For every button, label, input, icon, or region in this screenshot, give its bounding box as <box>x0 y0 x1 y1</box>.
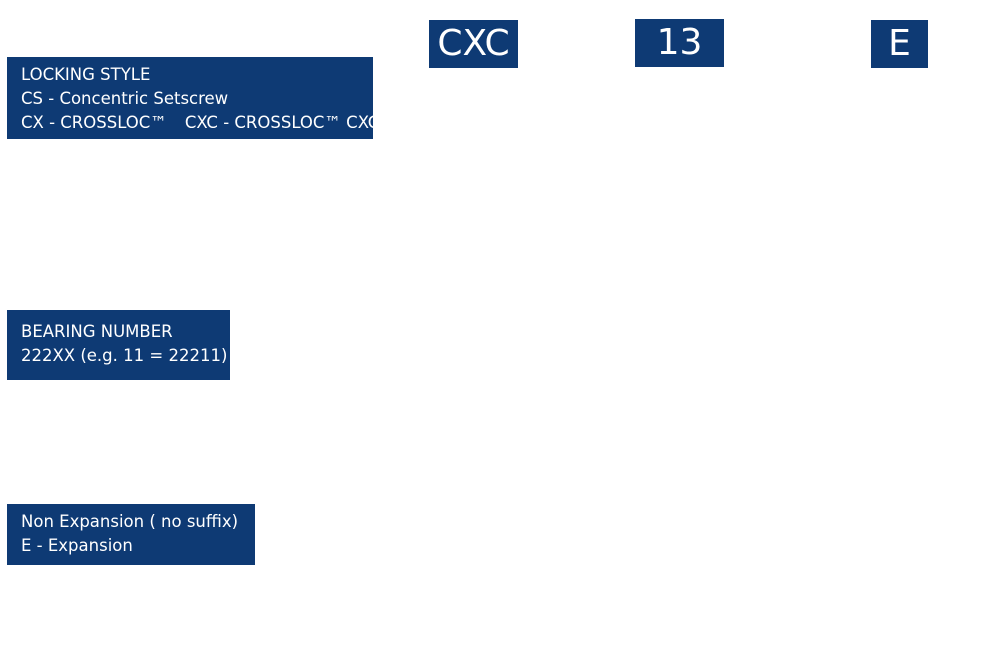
locking-style-option-cxc: CXC - CROSSLOC™ CXC <box>184 113 380 132</box>
expansion-option-none: Non Expansion ( no suffix) <box>21 512 239 531</box>
bearing-number-code-box: 13 <box>635 19 724 67</box>
locking-style-options-row: CX - CROSSLOC™ CXC - CROSSLOC™ CXC <box>21 111 379 135</box>
bearing-number-code: 13 <box>656 22 703 63</box>
locking-style-option-cs: CS - Concentric Setscrew <box>21 89 229 108</box>
locking-style-option-cx: CX - CROSSLOC™ <box>21 113 167 132</box>
bearing-number-heading: BEARING NUMBER <box>21 322 173 341</box>
bearing-number-example: 222XX (e.g. 11 = 22211) <box>21 346 228 365</box>
expansion-legend: Non Expansion ( no suffix) E - Expansion <box>7 504 255 565</box>
expansion-option-e: E - Expansion <box>21 536 133 555</box>
locking-style-code-box: CXC <box>429 20 518 68</box>
expansion-code: E <box>888 23 911 64</box>
bearing-number-legend: BEARING NUMBER 222XX (e.g. 11 = 22211) <box>7 310 230 380</box>
expansion-code-box: E <box>871 20 928 68</box>
locking-style-heading: LOCKING STYLE <box>21 65 151 84</box>
locking-style-legend: LOCKING STYLE CS - Concentric Setscrew C… <box>7 57 379 139</box>
locking-style-code: CXC <box>437 23 510 64</box>
